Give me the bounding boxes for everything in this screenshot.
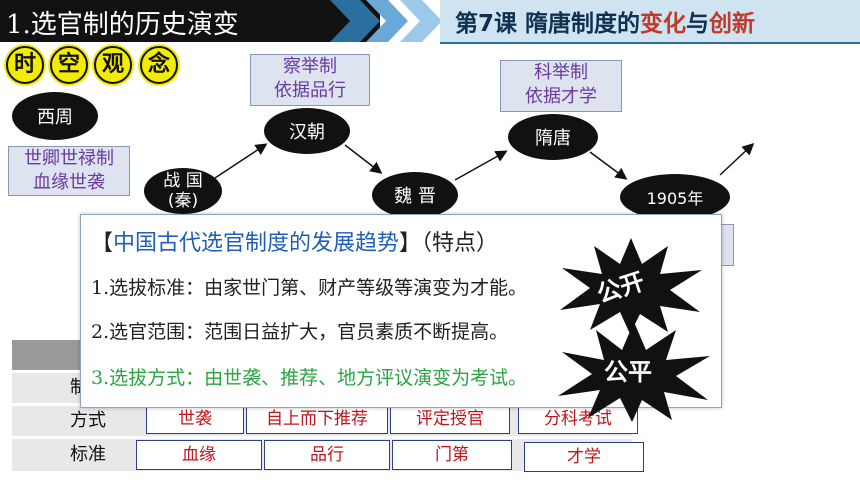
badge-char: 观 bbox=[94, 46, 132, 84]
popup-line-2: 2.选官范围：范围日益扩大，官员素质不断提高。 bbox=[91, 321, 509, 343]
partial-note bbox=[720, 224, 734, 266]
lesson-header-bar bbox=[440, 0, 860, 44]
biaozhun-cell: 血缘 bbox=[136, 440, 262, 470]
badge-char: 时 bbox=[6, 46, 44, 84]
table-header-bar bbox=[12, 340, 82, 370]
node-1905: 1905年 bbox=[620, 174, 730, 220]
node-suitang: 隋唐 bbox=[508, 114, 598, 160]
fangshi-cell: 评定授官 bbox=[390, 404, 510, 434]
burst-fair: 公平 bbox=[604, 358, 652, 386]
note-suitang: 科举制 依据才学 bbox=[500, 60, 622, 112]
node-han: 汉朝 bbox=[264, 108, 350, 154]
section-header-bar bbox=[0, 0, 380, 42]
row-label-fangshi: 方式 bbox=[70, 410, 106, 431]
popup-title: 【中国古代选官制度的发展趋势】（特点） bbox=[91, 231, 499, 256]
node-zhanguo: 战 国 (秦) bbox=[144, 168, 222, 214]
node-weijin: 魏 晋 bbox=[372, 172, 458, 218]
timeline-arrows bbox=[214, 142, 755, 181]
biaozhun-cell: 品行 bbox=[264, 440, 390, 470]
note-han: 察举制 依据品行 bbox=[250, 54, 370, 106]
chevron-decoration bbox=[330, 0, 442, 42]
badge-char: 念 bbox=[140, 46, 178, 84]
biaozhun-cell: 才学 bbox=[524, 442, 644, 472]
badge-char: 空 bbox=[50, 46, 88, 84]
row-label-biaozhun: 标准 bbox=[70, 444, 106, 465]
fangshi-cell: 自上而下推荐 bbox=[246, 404, 388, 434]
section-title: 1.选官制的历史演变 bbox=[6, 10, 239, 40]
fangshi-cell: 世袭 bbox=[146, 404, 244, 434]
burst-fair-shape bbox=[558, 322, 710, 422]
popup-line-1: 1.选拔标准：由家世门第、财产等级等演变为才能。 bbox=[91, 277, 528, 299]
biaozhun-cell: 门第 bbox=[392, 440, 512, 470]
popup-line-3: 3.选拔方式：由世袭、推荐、地方评议演变为考试。 bbox=[91, 367, 528, 389]
burst-open-shape bbox=[560, 238, 702, 334]
node-xizhou: 西周 bbox=[12, 92, 98, 140]
lesson-title: 第7课 隋唐制度的变化与创新 bbox=[455, 11, 756, 37]
note-xizhou: 世卿世禄制 血缘世袭 bbox=[8, 146, 130, 196]
